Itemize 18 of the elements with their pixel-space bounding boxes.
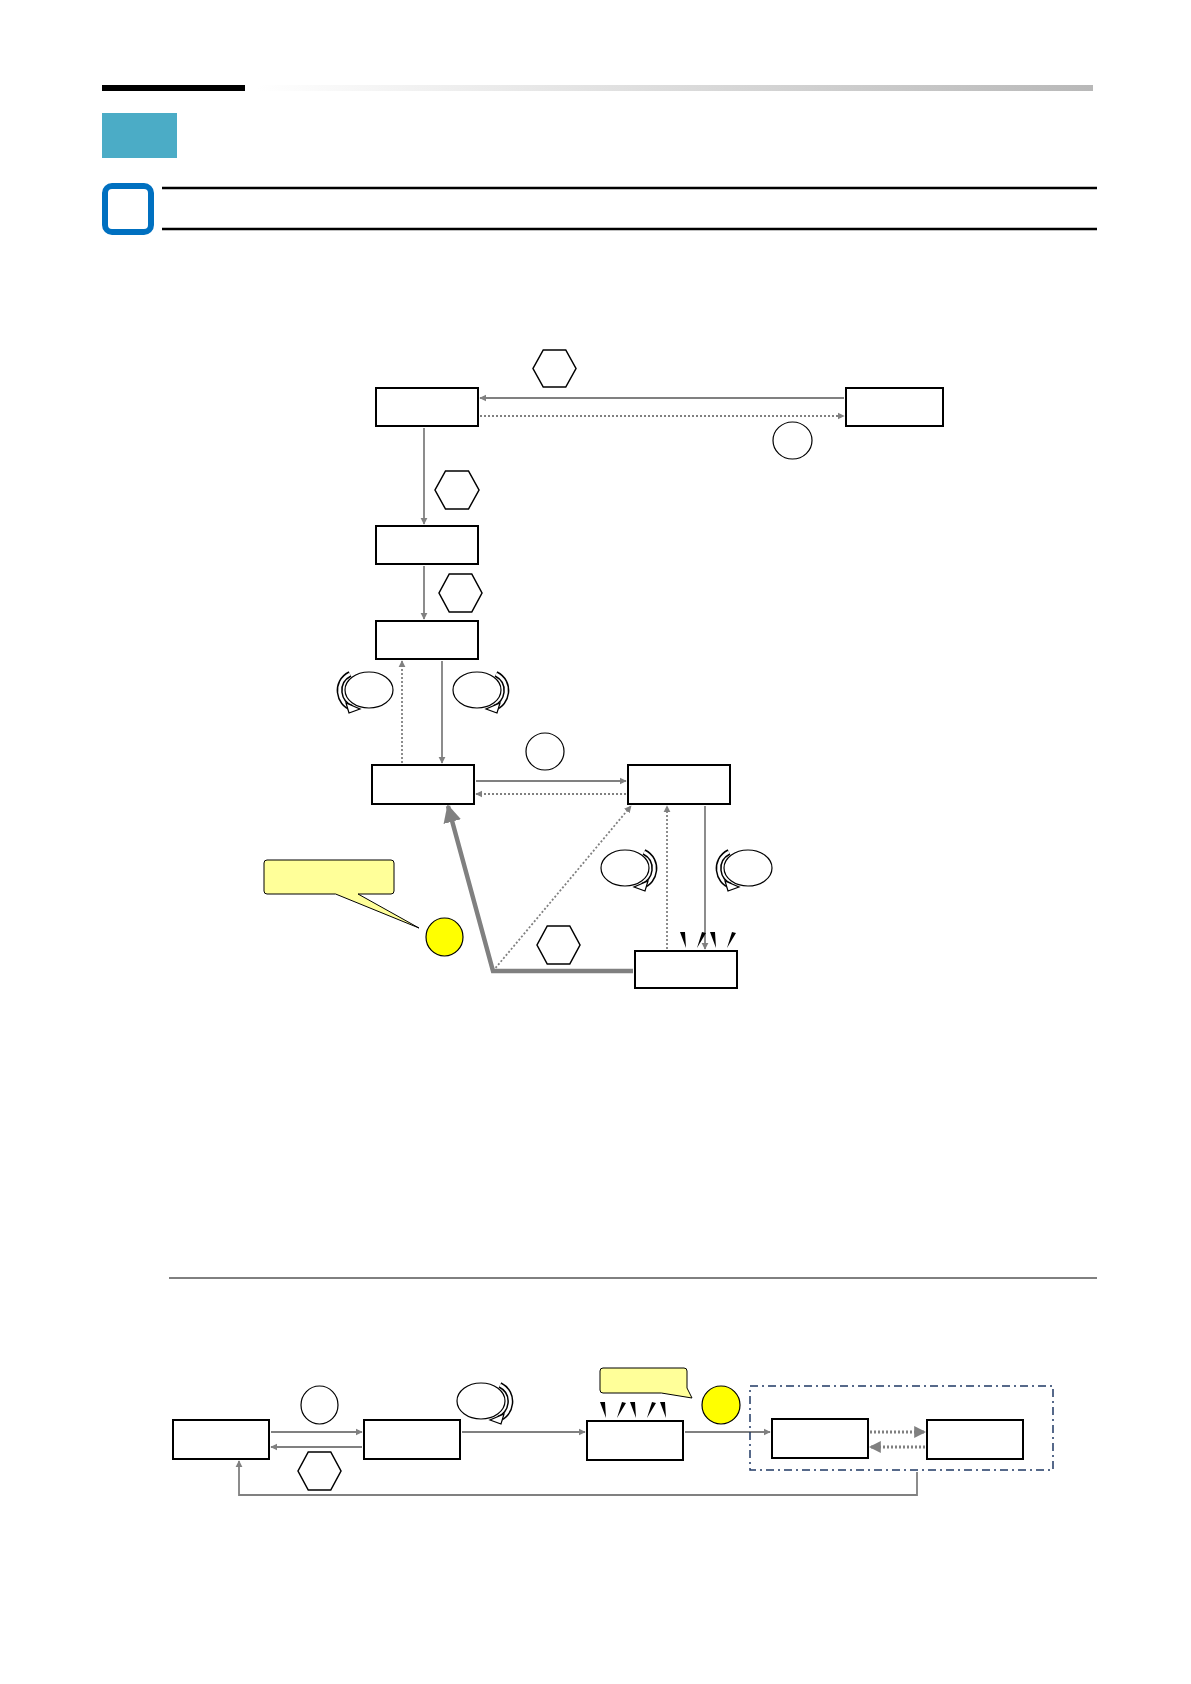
- arrow: [235, 1460, 918, 1496]
- arrow: [663, 805, 671, 950]
- arrow: [270, 1428, 363, 1436]
- arrow: [420, 565, 428, 620]
- arrow: [868, 1441, 925, 1453]
- arrow: [461, 1428, 586, 1436]
- arrow: [870, 1426, 927, 1438]
- arrow: [701, 805, 709, 950]
- arrow: [438, 660, 446, 764]
- arrow: [684, 1428, 771, 1436]
- arrow: [479, 394, 845, 402]
- arrow: [270, 1443, 363, 1451]
- arrow: [443, 804, 633, 974]
- arrow: [420, 427, 428, 525]
- arrow: [398, 660, 406, 764]
- arrow: [479, 412, 845, 420]
- arrow: [475, 790, 627, 798]
- arrow: [475, 777, 627, 785]
